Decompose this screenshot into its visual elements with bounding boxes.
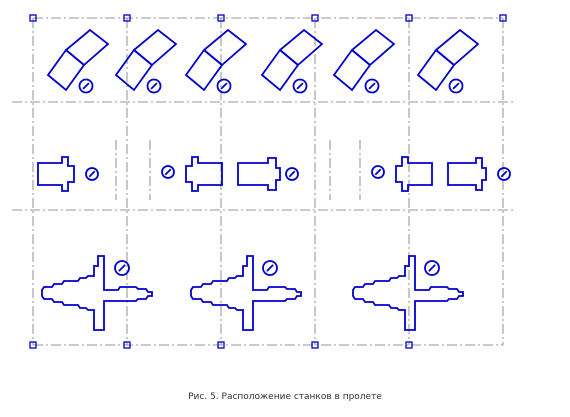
operator-place: [78, 78, 94, 94]
column-grid: [12, 17, 515, 346]
figure-caption: Рис. 5. Расположение станков в пролете: [188, 392, 382, 402]
column-markers: [29, 14, 507, 349]
machine-inclined: [46, 28, 110, 92]
column-marker: [217, 341, 225, 349]
machine-inclined: [184, 28, 248, 92]
column-marker: [123, 14, 131, 22]
operator-place: [364, 78, 380, 94]
operator-place: [424, 260, 440, 276]
operator-place: [216, 78, 232, 94]
machine-inclined: [332, 28, 396, 92]
column-marker: [29, 341, 37, 349]
machine-large: [352, 255, 464, 331]
column-marker: [123, 341, 131, 349]
column-marker: [405, 341, 413, 349]
operator-place: [497, 167, 511, 181]
machine-inclined: [114, 28, 178, 92]
operator-place: [161, 165, 175, 179]
operator-place: [285, 167, 299, 181]
column-marker: [217, 14, 225, 22]
operator-place: [262, 260, 278, 276]
machine-large: [41, 255, 153, 331]
machine-layout: [37, 28, 511, 331]
column-marker: [29, 14, 37, 22]
operator-place: [146, 78, 162, 94]
column-marker: [405, 14, 413, 22]
machine-cross: [185, 156, 223, 192]
machine-cross: [37, 156, 75, 192]
machine-inclined: [416, 28, 480, 92]
machine-cross: [237, 157, 281, 191]
operator-place: [292, 78, 308, 94]
machine-large: [190, 255, 302, 331]
operator-place: [371, 165, 385, 179]
machine-cross: [395, 156, 433, 192]
column-marker: [311, 341, 319, 349]
operator-place: [448, 78, 464, 94]
column-marker: [499, 14, 507, 22]
machine-cross: [447, 157, 487, 191]
operator-place: [85, 167, 99, 181]
machine-inclined: [260, 28, 324, 92]
operator-place: [114, 260, 130, 276]
column-marker: [311, 14, 319, 22]
